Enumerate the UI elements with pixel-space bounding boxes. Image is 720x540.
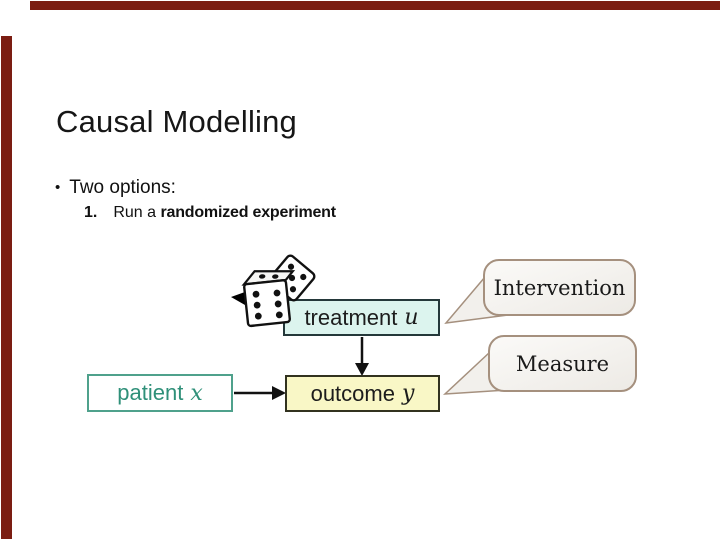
intervention-bubble-label: Intervention <box>493 275 626 300</box>
patient-node: patient x <box>87 374 233 412</box>
item-text-bold: randomized experiment <box>160 204 336 221</box>
item-text: Run a randomized experiment <box>113 204 336 221</box>
patient-label: patient <box>117 380 184 405</box>
bullet-icon: • <box>55 179 61 196</box>
numbered-item: 1. Run a randomized experiment <box>84 202 336 224</box>
die-left-icon <box>241 270 296 328</box>
arrow-right-head-icon <box>272 386 286 400</box>
item-text-regular: Run a <box>113 204 161 221</box>
outcome-label: outcome <box>310 380 395 406</box>
slide-top-accent-bar <box>30 1 720 10</box>
measure-bubble-label: Measure <box>515 351 610 376</box>
intervention-bubble: Intervention <box>483 259 636 316</box>
patient-variable: x <box>190 380 203 406</box>
item-number: 1. <box>84 204 98 221</box>
treatment-variable: u <box>404 305 419 330</box>
slide-left-accent-bar <box>1 36 12 539</box>
measure-bubble: Measure <box>488 335 637 392</box>
outcome-variable: y <box>401 381 415 406</box>
outcome-node: outcome y <box>285 375 440 412</box>
arrow-down-head-icon <box>355 363 369 376</box>
bullet-item: • Two options: <box>55 176 176 200</box>
slide-title: Causal Modelling <box>56 104 297 139</box>
bullet-text: Two options: <box>69 177 176 198</box>
treatment-label: treatment <box>304 304 398 330</box>
